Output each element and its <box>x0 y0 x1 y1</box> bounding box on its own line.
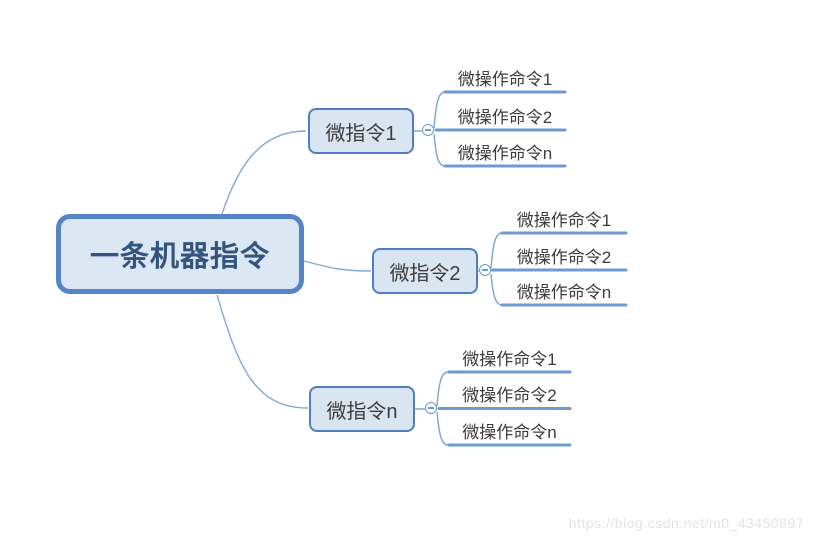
branch-topic-label: 微指令n <box>326 400 398 423</box>
leaf-topic[interactable]: 微操作命令n <box>462 423 557 442</box>
minus-icon <box>482 269 488 271</box>
leaf-underlines <box>434 90 628 447</box>
branch-topic-1[interactable]: 微指令1 <box>308 108 414 154</box>
branch-topic-label: 微指令2 <box>389 262 461 285</box>
minus-icon <box>428 407 434 409</box>
root-topic-label: 一条机器指令 <box>89 241 270 273</box>
watermark-text: https://blog.csdn.net/m0_43450897 <box>568 515 804 531</box>
minus-icon <box>425 129 431 131</box>
leaf-topic[interactable]: 微操作命令2 <box>516 248 612 267</box>
leaf-fan-curves <box>414 91 503 446</box>
collapse-button-1[interactable] <box>422 124 434 136</box>
leaf-topic[interactable]: 微操作命令2 <box>457 108 553 127</box>
collapse-button-2[interactable] <box>479 264 491 276</box>
branch-topic-2[interactable]: 微指令2 <box>372 248 478 294</box>
root-topic[interactable]: 一条机器指令 <box>56 214 304 294</box>
leaf-topic[interactable]: 微操作命令1 <box>462 350 557 369</box>
branch-topic-label: 微指令1 <box>325 122 397 145</box>
leaf-topic[interactable]: 微操作命令1 <box>457 70 553 89</box>
root-branch-curves <box>216 130 372 409</box>
leaf-topic[interactable]: 微操作命令n <box>516 283 612 302</box>
leaf-topic[interactable]: 微操作命令2 <box>462 386 557 405</box>
collapse-button-3[interactable] <box>425 402 437 414</box>
branch-topic-3[interactable]: 微指令n <box>309 386 415 432</box>
leaf-topic[interactable]: 微操作命令1 <box>516 211 612 230</box>
leaf-topic[interactable]: 微操作命令n <box>457 144 553 163</box>
